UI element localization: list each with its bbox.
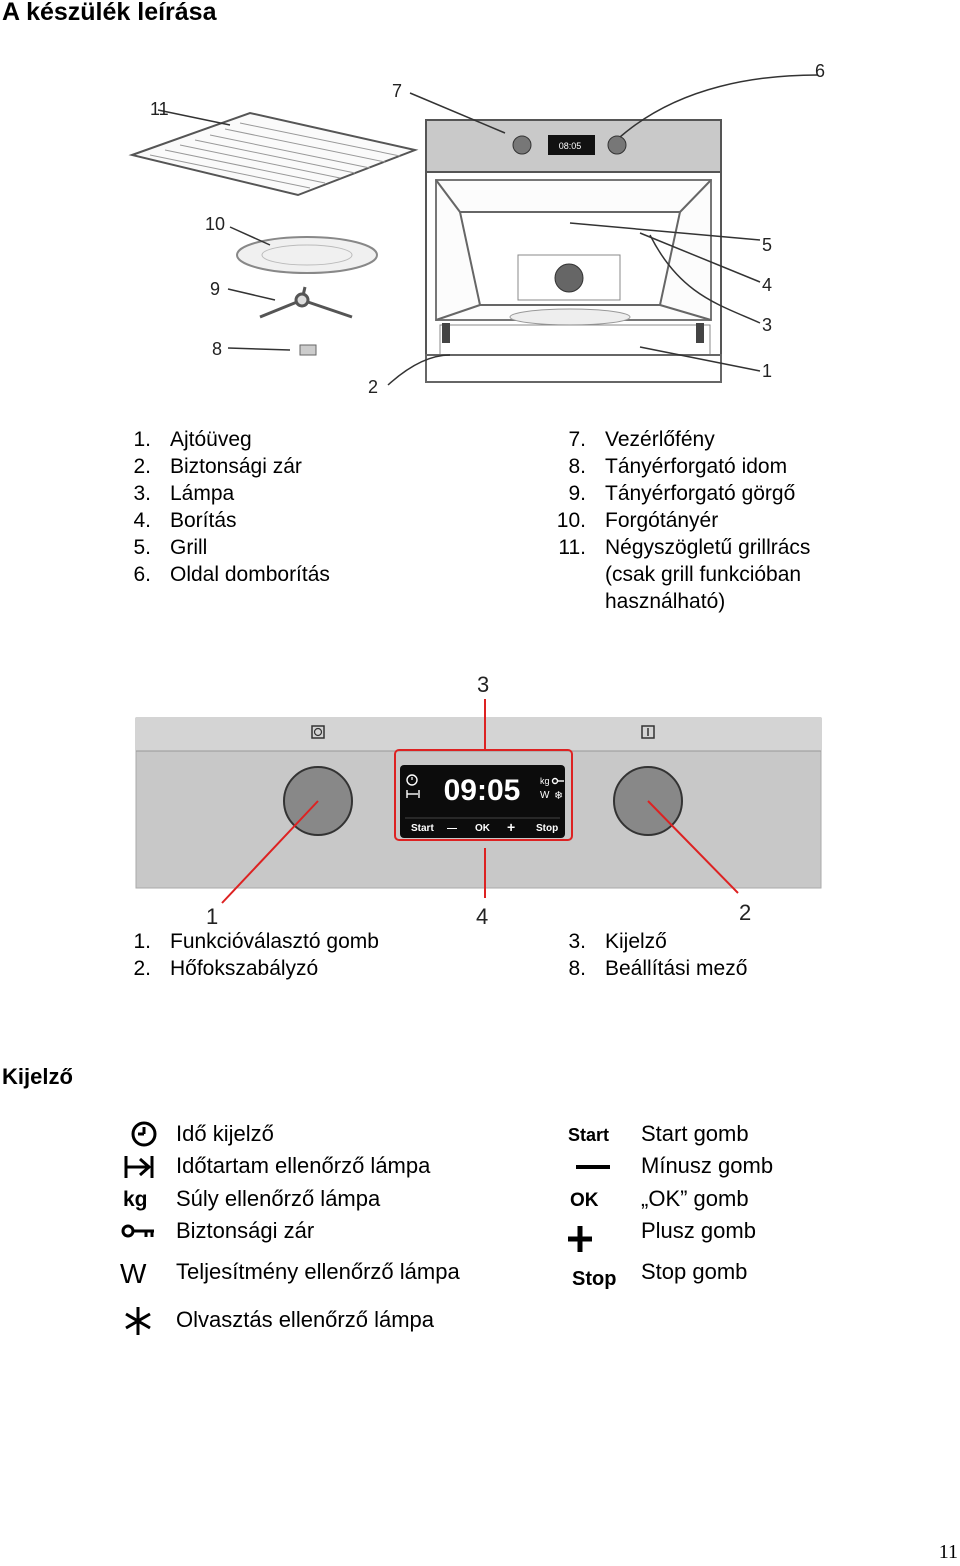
stop-icon: Stop [572,1268,616,1290]
display-section-title: Kijelző [2,1064,73,1089]
callout-4: 4 [762,275,772,295]
panel-minus-button[interactable]: — [447,823,457,834]
legend-item-continuation: (csak grill funkcióban [605,563,802,586]
leader-lines [157,74,819,386]
power-w-icon: W [120,1258,147,1289]
parts-legend-right: 7.Vezérlőfény 8.Tányérforgató idom 9.Tán… [550,426,930,615]
panel-ok-button[interactable]: OK [475,823,491,834]
panel-callout-1: 1 [206,904,218,929]
callout-7: 7 [392,81,402,101]
oven-body: 08:05 [425,119,722,383]
clock-icon [131,1121,157,1147]
coupler [299,344,317,356]
parts-legend-left: 1.Ajtóüveg 2.Biztonsági zár 3.Lámpa 4.Bo… [115,426,475,588]
panel-legend-right: 3.Kijelző 8.Beállítási mező [550,928,930,982]
legend-item: 10.Forgótányér [556,509,719,532]
svg-text:OK: OK [570,1190,599,1211]
panel-plus-button[interactable]: + [507,819,515,835]
legend-item: 3.Lámpa [133,482,235,505]
ok-icon: OK [570,1190,599,1211]
grill-rack [128,111,419,197]
svg-text:Stop: Stop [572,1268,616,1290]
callout-9: 9 [210,279,220,299]
control-panel-diagram: 09:05 kg W ❄ Start — OK + Stop 3 1 4 2 [135,672,822,929]
legend-item: 9.Tányérforgató görgő [568,482,796,505]
legend-item: 1.Ajtóüveg [133,428,252,451]
legend-item: 11.Négyszögletű grillrács [558,536,811,559]
display-time: 09:05 [444,774,521,807]
display-highlight [394,749,573,841]
panel-start-button[interactable]: Start [411,823,434,834]
kg-icon: kg [123,1188,148,1211]
callout-5: 5 [762,235,772,255]
callout-2: 2 [368,377,378,397]
display-duration-icon [406,790,420,798]
svg-text:Start: Start [568,1125,609,1145]
callout-6: 6 [815,61,825,81]
callout-1: 1 [762,361,772,381]
panel-callout-4: 4 [476,904,488,929]
thermometer-symbol-icon [641,725,655,739]
callout-8: 8 [212,339,222,359]
callout-10: 10 [205,214,225,234]
plus-icon [568,1226,592,1252]
oven-diagram: 08:05 6 7 11 10 9 8 2 5 [128,61,825,397]
roller-ring [259,286,353,319]
legend-item: 4.Borítás [133,509,237,532]
callout-11: 11 [150,99,169,119]
svg-text:W: W [120,1258,147,1289]
legend-item: 2.Biztonsági zár [133,455,302,478]
start-icon: Start [568,1125,609,1145]
panel-legend-left: 1.Funkcióválasztó gomb 2.Hőfokszabályzó [115,928,515,982]
legend-item-continuation: használható) [605,590,726,613]
callout-3: 3 [762,315,772,335]
legend-item: 8.Beállítási mező [568,957,748,980]
display-w-indicator: W [540,790,550,801]
legend-item: 7.Vezérlőfény [568,428,715,451]
page-title: A készülék leírása [2,0,217,26]
panel-leader-lines [221,699,739,904]
panel-callout-3: 3 [477,672,489,697]
legend-item: 6.Oldal domborítás [133,563,330,586]
legend-item: 2.Hőfokszabályzó [133,957,319,980]
minus-icon [576,1165,610,1169]
turntable [236,236,378,274]
oven-display-time: 08:05 [559,141,582,151]
panel-stop-button[interactable]: Stop [536,823,558,834]
legend-item: 3.Kijelző [568,930,667,953]
legend-item: 1.Funkcióválasztó gomb [133,930,379,953]
snowflake-icon [125,1307,151,1335]
page-number: 11 [938,1541,958,1563]
power-symbol-icon [311,725,325,739]
display-clock-icon [406,774,418,786]
svg-text:kg: kg [123,1188,148,1211]
display-kg-indicator: kg [540,776,550,786]
legend-item: 5.Grill [133,536,208,559]
display-snowflake-icon: ❄ [554,790,563,802]
display [400,765,565,838]
panel-callout-2: 2 [739,900,751,925]
key-icon [121,1224,154,1238]
duration-icon [124,1156,154,1178]
display-key-icon [551,777,564,785]
legend-item: 8.Tányérforgató idom [568,455,788,478]
